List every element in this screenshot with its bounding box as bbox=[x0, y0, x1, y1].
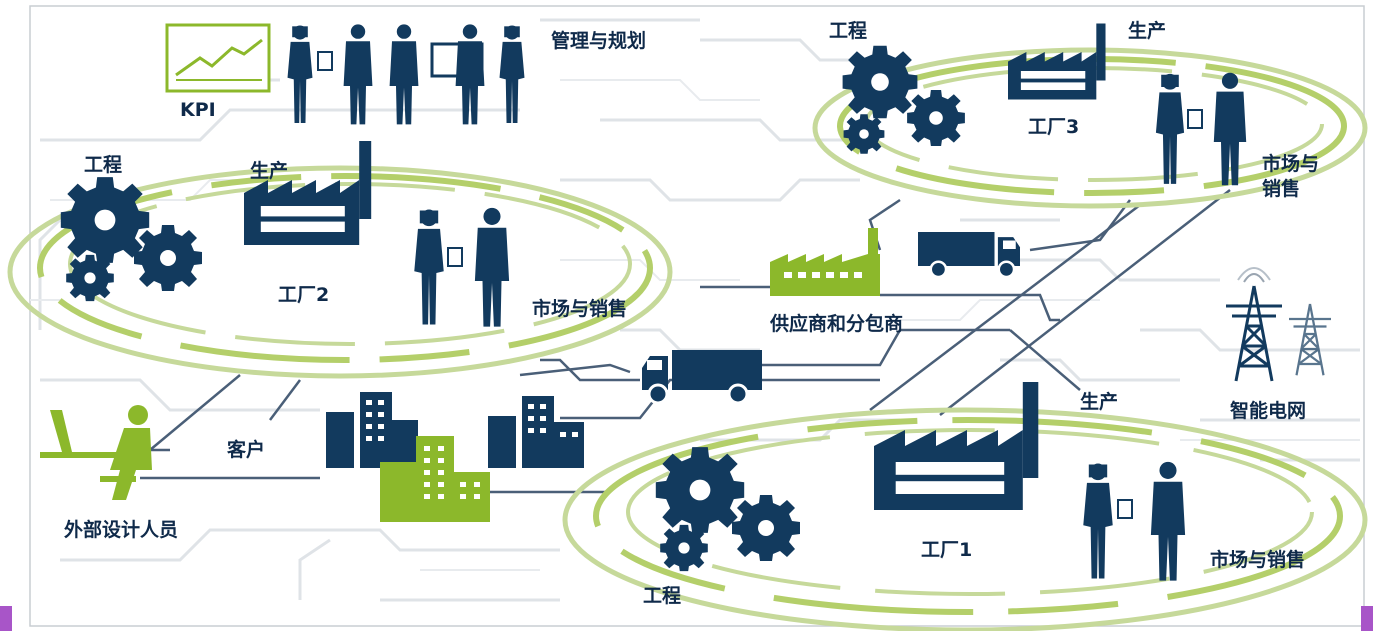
gear-icon bbox=[60, 177, 150, 263]
gear-icon bbox=[66, 254, 114, 302]
factory-3-production-label: 生产 bbox=[1128, 20, 1167, 42]
building-icon bbox=[380, 462, 416, 522]
kpi-chart-icon bbox=[165, 23, 271, 93]
factory-3-engineering-label: 工程 bbox=[829, 20, 868, 42]
smart-grid-label: 智能电网 bbox=[1230, 400, 1307, 422]
customer-buildings bbox=[326, 392, 584, 522]
building-icon bbox=[360, 392, 392, 468]
left-accent-bar bbox=[0, 606, 12, 631]
supplier-factory-icon bbox=[770, 228, 880, 296]
factory-1-production-label: 生产 bbox=[1080, 391, 1119, 413]
management-label: 管理与规划 bbox=[551, 30, 647, 52]
factory-2-sales-label: 市场与销售 bbox=[532, 298, 628, 320]
external-designer-label: 外部设计人员 bbox=[64, 519, 179, 541]
building-icon bbox=[454, 472, 490, 522]
team-icon bbox=[287, 24, 525, 125]
gear-icon bbox=[660, 524, 708, 572]
network-lines bbox=[140, 189, 1231, 494]
gear-icon bbox=[842, 45, 918, 119]
factory-1-rings bbox=[562, 407, 1368, 633]
factory-1-sales-people bbox=[1083, 461, 1186, 581]
building-icon bbox=[326, 412, 354, 468]
kpi-label: KPI bbox=[180, 99, 216, 121]
power-tower-icon bbox=[1224, 267, 1333, 383]
right-accent-bar bbox=[1361, 606, 1373, 631]
gear-icon bbox=[655, 447, 745, 533]
customer-label: 客户 bbox=[227, 439, 266, 461]
factory-1-engineering-label: 工程 bbox=[643, 585, 682, 607]
gear-icon bbox=[134, 225, 202, 291]
factory-2-engineering-label: 工程 bbox=[84, 154, 123, 176]
gear-icon bbox=[843, 114, 885, 154]
designer-icon bbox=[40, 405, 152, 500]
factory-1-name: 工厂1 bbox=[921, 539, 973, 561]
factory-1-sales-label: 市场与销售 bbox=[1210, 549, 1306, 571]
building-icon bbox=[554, 422, 584, 468]
building-icon bbox=[522, 396, 554, 468]
factory-3-sales-label-line1: 市场与 bbox=[1262, 153, 1320, 175]
building-icon bbox=[416, 436, 454, 522]
building-icon bbox=[392, 420, 418, 468]
factory-2-production-label: 生产 bbox=[250, 160, 289, 182]
gear-icon bbox=[907, 89, 965, 147]
factory-2-name: 工厂2 bbox=[278, 284, 330, 306]
factory-2-sales-people bbox=[414, 207, 510, 327]
factory-3-sales-people bbox=[1155, 72, 1247, 186]
supplier-label: 供应商和分包商 bbox=[770, 313, 904, 335]
building-icon bbox=[488, 416, 516, 468]
circuit-background bbox=[38, 18, 1360, 602]
gear-icon bbox=[732, 495, 800, 561]
factory-3-name: 工厂3 bbox=[1028, 116, 1080, 138]
factory-3-sales-label-line2: 销售 bbox=[1262, 178, 1301, 200]
